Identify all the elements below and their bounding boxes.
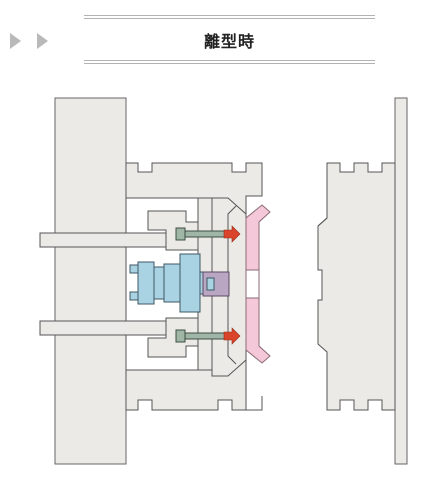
cylinder-head [179,253,201,313]
left-platen [54,97,127,465]
molded-part-lower [245,297,271,364]
play-arrow-icon [10,33,21,49]
cylinder-port [129,291,139,301]
cylinder-rear-cap [137,261,155,305]
lower-tie-rod [39,320,167,336]
upper-tie-rod [39,232,167,248]
lower-pin-head [175,329,186,343]
upper-pin-head [175,227,186,241]
cylinder-neck [153,266,165,300]
push-arrow-icon [223,225,241,243]
title-rule-bottom [84,60,375,61]
lower-ejector-pin [184,332,228,340]
title-rule-top [84,18,375,19]
title-rule-bottom [84,63,375,64]
title-rule-top [84,15,375,16]
lower-ejector-block [147,317,199,358]
play-arrow-icon [37,33,48,49]
molded-part-upper [245,204,271,271]
right-mold-half [317,162,396,411]
push-arrow-icon [223,327,241,345]
cylinder-body [163,263,181,303]
right-platen [394,97,408,465]
cylinder-port [129,264,139,274]
cylinder-rod-tip [206,277,215,291]
page-title: 離型時 [203,32,255,51]
header: 離型時 [0,0,435,80]
upper-ejector-pin [184,230,228,238]
